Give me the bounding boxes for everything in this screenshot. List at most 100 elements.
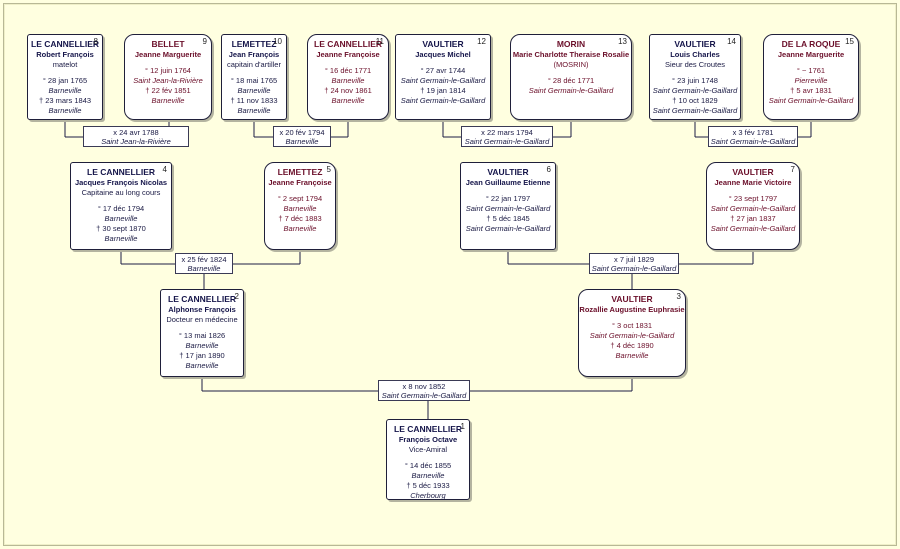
person-given-names: Jeanne Marie Victoire bbox=[714, 178, 792, 187]
event-place: Saint Germain-le-Gaillard bbox=[589, 331, 675, 340]
person-number: 15 bbox=[845, 37, 854, 46]
person-note: matelot bbox=[52, 60, 78, 69]
person-surname: MORIN bbox=[556, 39, 586, 49]
marriage-place: Saint Jean-la-Rivière bbox=[101, 137, 171, 146]
event-place: Barneville bbox=[411, 471, 445, 480]
person-number: 5 bbox=[326, 165, 331, 174]
event-date: ° 28 déc 1771 bbox=[547, 76, 595, 85]
person-number: 11 bbox=[375, 37, 384, 46]
marriage-date: x 25 fév 1824 bbox=[181, 255, 227, 264]
event-date: ° 14 déc 1855 bbox=[404, 461, 452, 470]
event-place: Saint Germain-le-Gaillard bbox=[400, 96, 486, 105]
person-number: 13 bbox=[618, 37, 627, 46]
event-date: † 24 nov 1861 bbox=[324, 86, 372, 95]
event-place: Barneville bbox=[48, 86, 82, 95]
person-surname: LEMETTEZ bbox=[277, 167, 323, 177]
event-place: Barneville bbox=[283, 224, 317, 233]
person-number: 6 bbox=[546, 165, 551, 174]
event-place: Barneville bbox=[48, 106, 82, 115]
event-date: ° 23 juin 1748 bbox=[672, 76, 718, 85]
event-date: † 5 avr 1831 bbox=[790, 86, 832, 95]
event-place: Saint Germain-le-Gaillard bbox=[652, 86, 738, 95]
event-date: † 17 jan 1890 bbox=[179, 351, 225, 360]
event-date: ° 23 sept 1797 bbox=[728, 194, 778, 203]
person-surname: VAULTIER bbox=[487, 167, 529, 177]
event-date: ° 2 sept 1794 bbox=[277, 194, 323, 203]
event-place: Barneville bbox=[151, 96, 185, 105]
person-given-names: Rozallie Augustine Euphrasie bbox=[579, 305, 685, 314]
event-date: † 5 déc 1845 bbox=[486, 214, 530, 223]
event-place: Barneville bbox=[104, 234, 138, 243]
event-place: Barneville bbox=[237, 106, 271, 115]
person-given-names: Robert François bbox=[36, 50, 94, 59]
marriage-date: x 24 avr 1788 bbox=[113, 128, 159, 137]
event-date: † 5 déc 1933 bbox=[406, 481, 450, 490]
person-surname: LE CANNELLIER bbox=[394, 424, 462, 434]
event-place: Barneville bbox=[237, 86, 271, 95]
event-date: ° 12 juin 1764 bbox=[145, 66, 191, 75]
event-date: † 11 nov 1833 bbox=[230, 96, 278, 105]
person-note: Vice-Amiral bbox=[408, 445, 448, 454]
chart-frame bbox=[3, 3, 897, 546]
event-date: † 7 déc 1883 bbox=[278, 214, 322, 223]
person-number: 12 bbox=[477, 37, 486, 46]
person-note: Sieur des Croutes bbox=[664, 60, 726, 69]
person-given-names: Marie Charlotte Theraise Rosalie bbox=[512, 50, 630, 59]
person-number: 1 bbox=[460, 422, 465, 431]
event-place: Saint Germain-le-Gaillard bbox=[465, 224, 551, 233]
person-note: (MOSRIN) bbox=[553, 60, 589, 69]
person-given-names: Jacques Michel bbox=[415, 50, 471, 59]
event-place: Barneville bbox=[331, 76, 365, 85]
marriage-place: Saint Germain-le-Gaillard bbox=[464, 137, 550, 146]
event-place: Barneville bbox=[331, 96, 365, 105]
person-surname: VAULTIER bbox=[732, 167, 774, 177]
event-date: † 27 jan 1837 bbox=[730, 214, 776, 223]
person-number: 9 bbox=[202, 37, 207, 46]
event-date: † 23 mars 1843 bbox=[38, 96, 92, 105]
event-date: † 30 sept 1870 bbox=[96, 224, 146, 233]
event-date: † 4 déc 1890 bbox=[610, 341, 654, 350]
marriage-place: Barneville bbox=[187, 264, 221, 273]
person-surname: LE CANNELLIER bbox=[31, 39, 99, 49]
event-place: Saint Germain-le-Gaillard bbox=[768, 96, 854, 105]
marriage-date: x 3 fév 1781 bbox=[732, 128, 774, 137]
event-place: Saint Jean-la-Rivière bbox=[133, 76, 203, 85]
event-date: ° 13 mai 1826 bbox=[178, 331, 226, 340]
person-given-names: François Octave bbox=[398, 435, 458, 444]
person-given-names: Jeanne Françoise bbox=[268, 178, 332, 187]
event-date: ° 27 avr 1744 bbox=[420, 66, 466, 75]
person-surname: DE LA ROQUE bbox=[781, 39, 841, 49]
event-place: Saint Germain-le-Gaillard bbox=[710, 204, 796, 213]
event-place: Barneville bbox=[185, 341, 219, 350]
person-number: 3 bbox=[676, 292, 681, 301]
event-date: † 22 fév 1851 bbox=[145, 86, 191, 95]
person-number: 14 bbox=[727, 37, 736, 46]
person-surname: LEMETTEZ bbox=[231, 39, 277, 49]
person-surname: LE CANNELLIER bbox=[168, 294, 236, 304]
marriage-date: x 22 mars 1794 bbox=[481, 128, 533, 137]
event-date: ° ~ 1761 bbox=[796, 66, 826, 75]
marriage-date: x 20 fév 1794 bbox=[279, 128, 325, 137]
person-given-names: Jeanne Marguerite bbox=[777, 50, 845, 59]
event-place: Barneville bbox=[283, 204, 317, 213]
